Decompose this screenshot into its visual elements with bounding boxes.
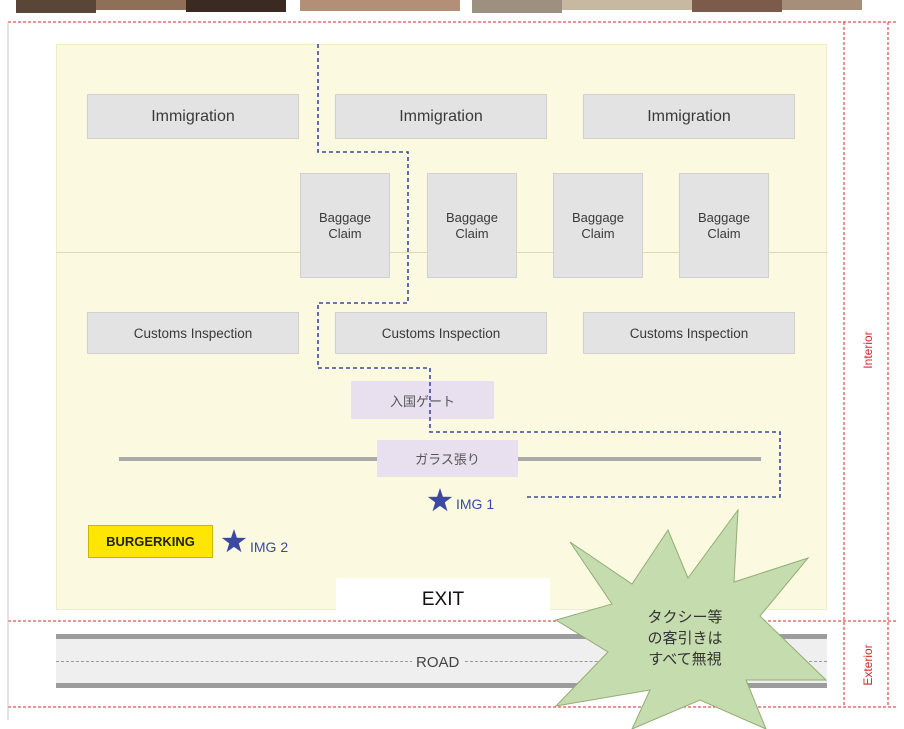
baggage-claim-area: Baggage Claim	[300, 173, 390, 278]
customs-inspection-area: Customs Inspection	[335, 312, 547, 354]
immigration-area: Immigration	[87, 94, 299, 139]
entry-gate: 入国ゲート	[351, 381, 494, 419]
photo-strip	[0, 0, 904, 16]
baggage-claim-area: Baggage Claim	[427, 173, 517, 278]
baggage-claim-area: Baggage Claim	[553, 173, 643, 278]
road-label: ROAD	[412, 654, 464, 671]
exit: EXIT	[336, 578, 550, 622]
immigration-area: Immigration	[335, 94, 547, 139]
customs-inspection-area: Customs Inspection	[87, 312, 299, 354]
immigration-area: Immigration	[583, 94, 795, 139]
baggage-claim-area: Baggage Claim	[679, 173, 769, 278]
route-path	[317, 44, 781, 498]
star-icon	[221, 529, 247, 553]
star-icon	[427, 488, 453, 512]
callout-text: タクシー等 の客引きは すべて無視	[647, 608, 723, 668]
burgerking-sign: BURGERKING	[88, 525, 213, 558]
img2-marker-label: IMG 2	[250, 539, 289, 555]
customs-inspection-area: Customs Inspection	[583, 312, 795, 354]
img1-marker-label: IMG 1	[456, 496, 495, 512]
glass-wall-label: ガラス張り	[377, 440, 518, 477]
